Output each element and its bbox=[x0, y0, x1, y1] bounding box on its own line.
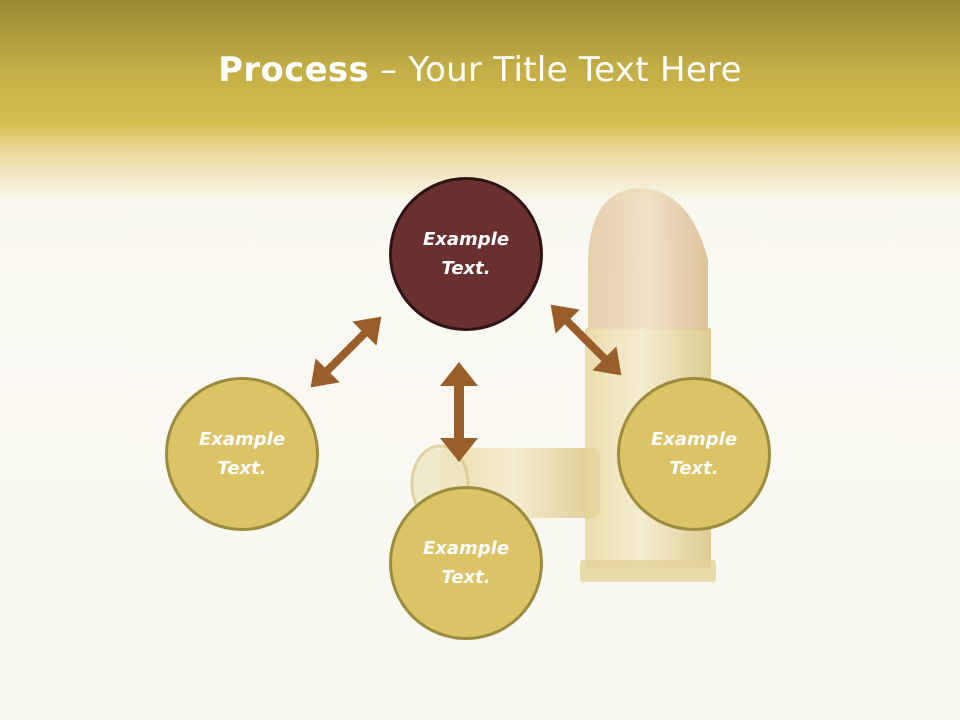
node-top[interactable]: Example Text. bbox=[389, 177, 543, 331]
slide-title: Process – Your Title Text Here bbox=[0, 50, 960, 90]
node-bottom[interactable]: Example Text. bbox=[389, 486, 543, 640]
node-top-label: Example Text. bbox=[422, 229, 510, 279]
double-arrow-left bbox=[310, 316, 382, 388]
header-band bbox=[0, 0, 960, 200]
title-rest: – Your Title Text Here bbox=[369, 50, 742, 90]
double-arrow-center bbox=[440, 362, 478, 462]
node-right-label: Example Text. bbox=[650, 429, 738, 479]
node-left-label: Example Text. bbox=[198, 429, 286, 479]
node-right[interactable]: Example Text. bbox=[617, 377, 771, 531]
node-left[interactable]: Example Text. bbox=[165, 377, 319, 531]
node-bottom-label: Example Text. bbox=[422, 538, 510, 588]
title-bold: Process bbox=[218, 50, 370, 90]
double-arrow-right bbox=[550, 304, 622, 376]
